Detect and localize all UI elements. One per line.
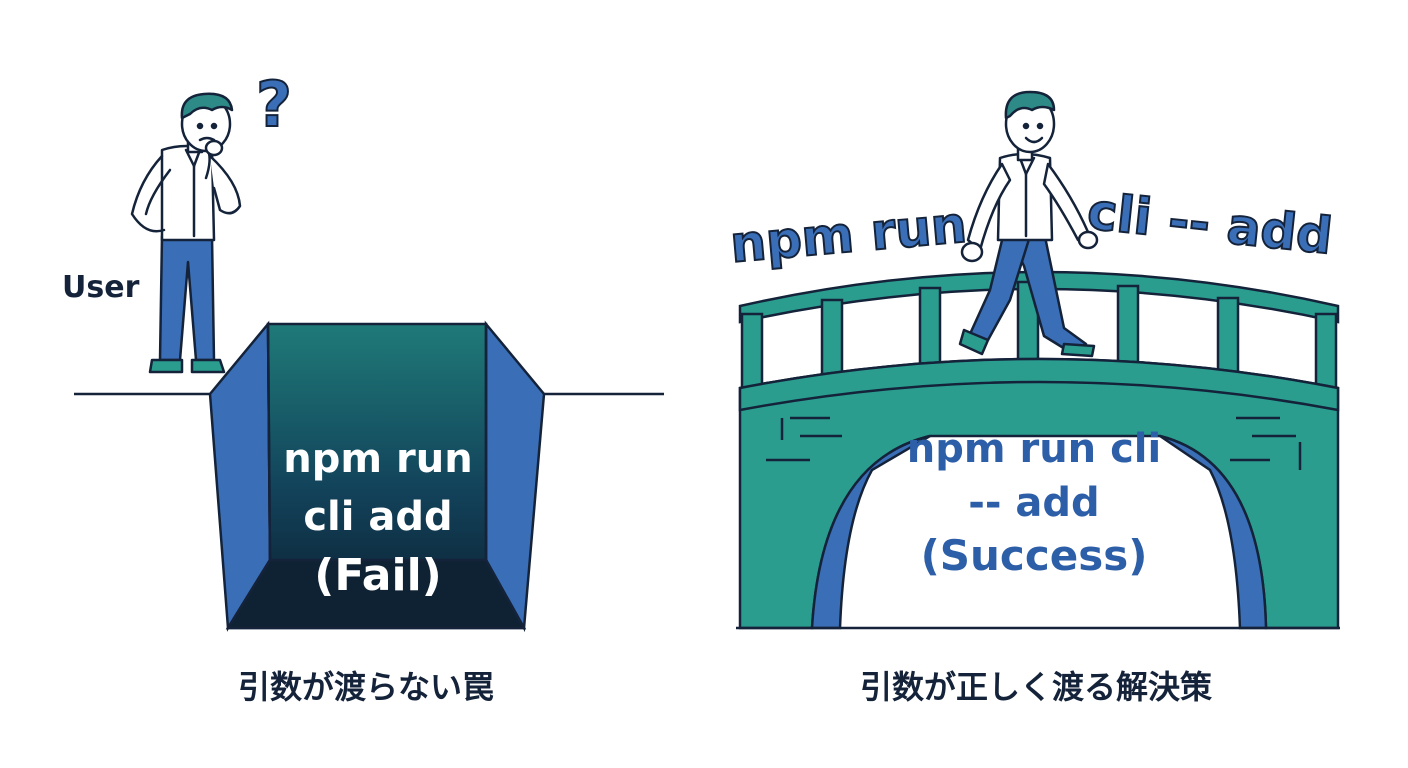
right-caption: 引数が正しく渡る解決策 bbox=[860, 668, 1212, 706]
trap-text-line3: (Fail) bbox=[314, 550, 442, 601]
right-panel: npm run cli -- add bbox=[727, 90, 1340, 706]
bridge-text-line1: npm run cli bbox=[907, 426, 1161, 472]
left-panel: npm run cli add (Fail) User ? bbox=[62, 67, 664, 706]
user-label: User bbox=[62, 270, 140, 305]
trap-text-line1: npm run bbox=[283, 436, 472, 482]
trap-pit bbox=[208, 320, 546, 633]
walking-user-figure bbox=[958, 90, 1099, 358]
arch-text-left: npm run bbox=[728, 196, 969, 274]
trap-text-line2: cli add bbox=[303, 494, 452, 540]
arch-text-right: cli -- add bbox=[1085, 182, 1335, 265]
thinking-user-figure bbox=[130, 92, 242, 374]
bridge-body bbox=[738, 357, 1340, 630]
bridge-text-line3: (Success) bbox=[921, 531, 1148, 580]
question-mark-icon: ? bbox=[256, 68, 292, 141]
bridge-railing bbox=[738, 270, 1340, 396]
left-caption: 引数が渡らない罠 bbox=[238, 668, 494, 706]
bridge-text-line2: -- add bbox=[968, 480, 1099, 526]
